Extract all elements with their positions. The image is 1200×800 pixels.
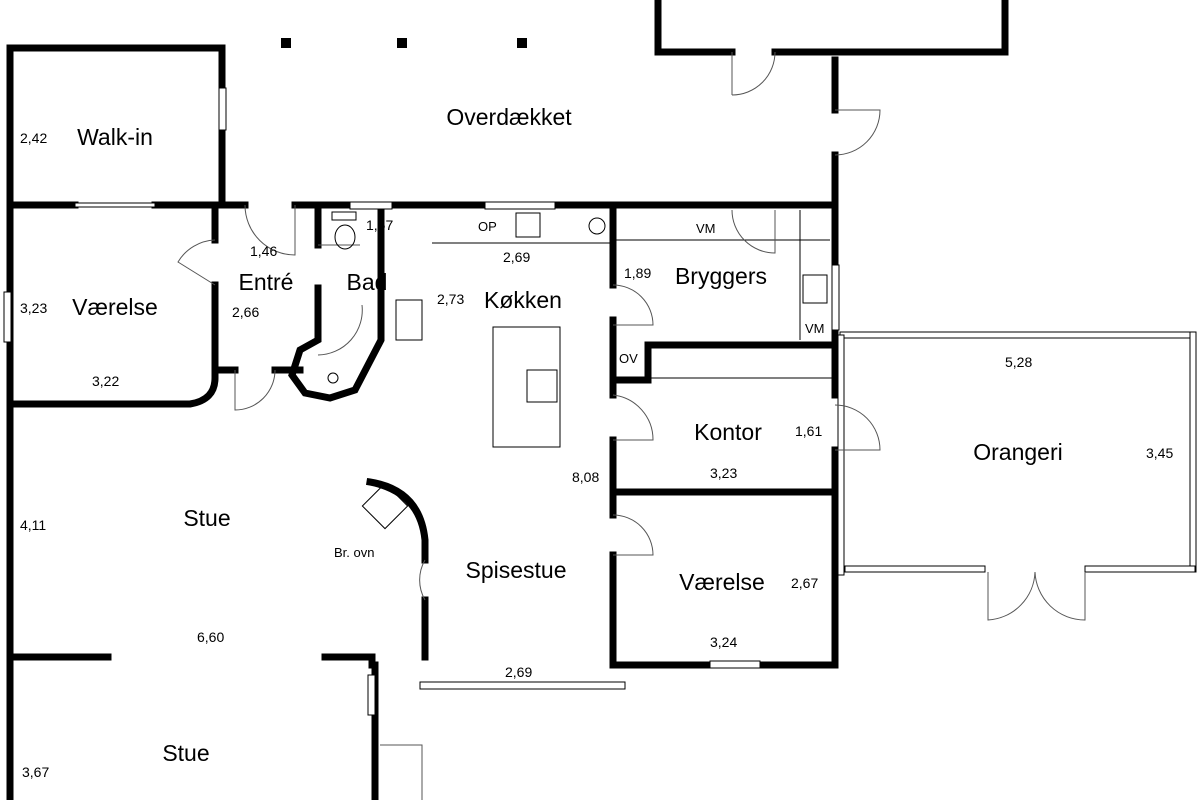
- room-label-spisestue: Spisestue: [465, 557, 566, 583]
- walls: [6, 0, 1009, 800]
- dimension-labels: 2,42 3,23 3,22 1,46 2,66 1,67 2,69 2,73 …: [20, 130, 1173, 780]
- dim-vaerelse2-w: 3,24: [710, 634, 737, 650]
- room-label-kontor: Kontor: [694, 419, 762, 445]
- dim-entre-w: 1,46: [250, 243, 277, 259]
- dim-bryggers: 1,89: [624, 265, 651, 281]
- toilet-icon: [334, 224, 356, 250]
- dim-spisestue-h: 8,08: [572, 469, 599, 485]
- dim-kontor-h: 1,61: [795, 423, 822, 439]
- dim-entre-h: 2,66: [232, 304, 259, 320]
- room-label-entre: Entré: [239, 269, 294, 295]
- fixture-op: OP: [478, 219, 497, 234]
- fireplace-icon: [361, 482, 409, 530]
- dim-kokken-w: 2,69: [503, 249, 530, 265]
- extractor-icon: [588, 217, 606, 235]
- shower-drain-icon: [327, 372, 339, 384]
- dim-spisestue-w: 2,69: [505, 664, 532, 680]
- room-label-kokken: Køkken: [484, 287, 562, 313]
- room-label-bryggers: Bryggers: [675, 263, 767, 289]
- dim-stue2-h: 3,67: [22, 764, 49, 780]
- cooktop-icon: [526, 369, 558, 403]
- room-label-walkin: Walk-in: [77, 124, 153, 150]
- fixture-ov: OV: [619, 351, 638, 366]
- kitchen-island: [492, 326, 561, 448]
- room-label-stue: Stue: [183, 505, 230, 531]
- dim-walkin: 2,42: [20, 130, 47, 146]
- room-label-stue-2: Stue: [162, 740, 209, 766]
- dim-orangeri-w: 5,28: [1005, 354, 1032, 370]
- room-label-vaerelse: Værelse: [72, 294, 158, 320]
- dim-kokken-h: 2,73: [437, 291, 464, 307]
- room-label-orangeri: Orangeri: [973, 439, 1062, 465]
- dim-kontor-w: 3,23: [710, 465, 737, 481]
- room-label-vaerelse-2: Værelse: [679, 569, 765, 595]
- dim-stue-w: 6,60: [197, 629, 224, 645]
- fixture-vm-2: VM: [805, 321, 825, 336]
- doors: [177, 51, 1086, 800]
- dim-vaerelse2-h: 2,67: [791, 575, 818, 591]
- toilet-tank-icon: [331, 211, 357, 221]
- bathroom-sink-icon: [395, 299, 423, 341]
- orangeri-glazing: [837, 331, 1197, 576]
- utility-sink-icon: [802, 274, 828, 304]
- dim-vaerelse-h: 3,23: [20, 300, 47, 316]
- kitchen-sink-icon: [515, 212, 541, 238]
- dim-bad: 1,67: [366, 217, 393, 233]
- windows: [3, 87, 840, 716]
- dim-vaerelse-w: 3,22: [92, 373, 119, 389]
- dim-orangeri-h: 3,45: [1146, 445, 1173, 461]
- fixture-vm: VM: [696, 221, 716, 236]
- pillars: [281, 38, 527, 48]
- room-label-overdaekket: Overdækket: [446, 104, 572, 130]
- dim-stue-h: 4,11: [20, 517, 46, 533]
- room-label-bad: Bad: [347, 269, 388, 295]
- fireplace-label: Br. ovn: [334, 545, 374, 560]
